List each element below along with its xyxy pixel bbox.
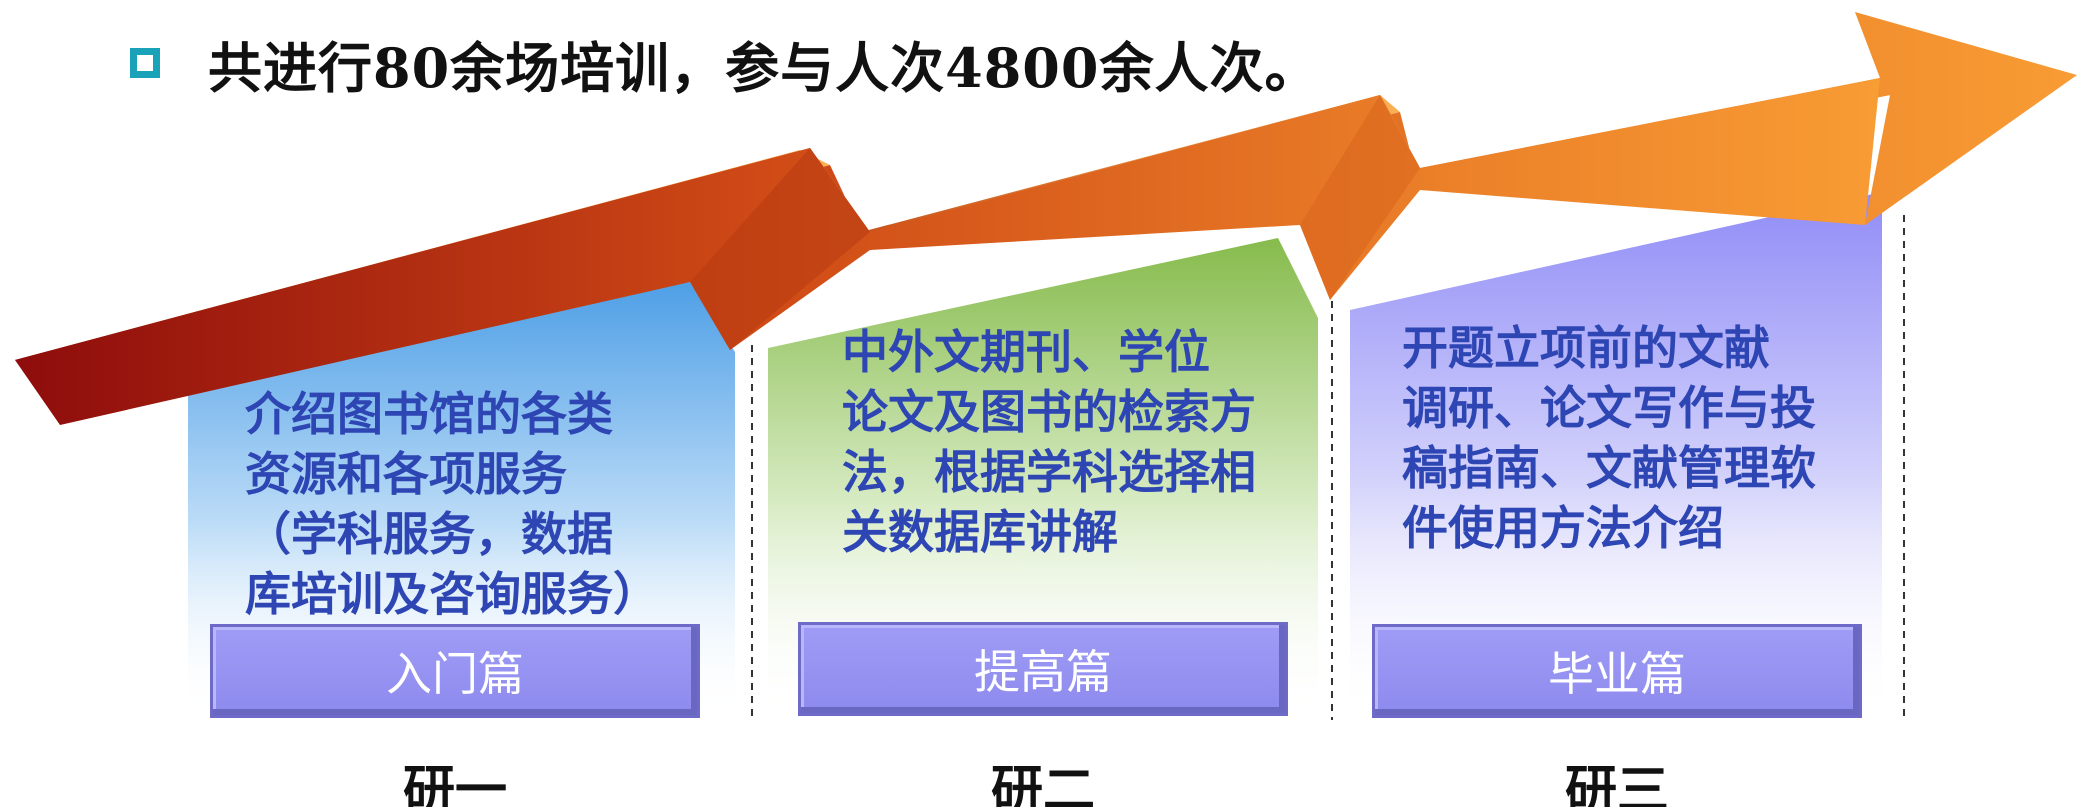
arrow-fold-1 (690, 148, 870, 350)
panel-background-2 (768, 238, 1318, 720)
year-label-3: 研三 (1564, 760, 1669, 807)
panel-2-description: 中外文期刊、学位 论文及图书的检索方 法，根据学科选择相 关数据库讲解 (842, 325, 1256, 559)
summary-line: 共进行80余场培训，参与人次4800余人次。 (130, 18, 1319, 108)
square-bullet-icon (130, 48, 160, 78)
stage-button-advanced[interactable]: 提高篇 (798, 622, 1288, 716)
year-label-2: 研二 (990, 760, 1095, 807)
panel-1-description: 介绍图书馆的各类 资源和各项服务 （学科服务，数据 库培训及咨询服务） (245, 387, 659, 621)
year-label-1: 研一 (402, 760, 507, 807)
summary-text: 共进行80余场培训，参与人次4800余人次。 (208, 35, 1320, 100)
panel-background-3 (1350, 192, 1882, 720)
stage-button-graduation[interactable]: 毕业篇 (1372, 624, 1862, 718)
panel-background-1 (188, 282, 735, 720)
panel-3-description: 开题立项前的文献 调研、论文写作与投 稿指南、文献管理软 件使用方法介绍 (1402, 321, 1816, 555)
arrow-fold-2 (1300, 95, 1420, 300)
stage-button-beginner[interactable]: 入门篇 (210, 624, 700, 718)
